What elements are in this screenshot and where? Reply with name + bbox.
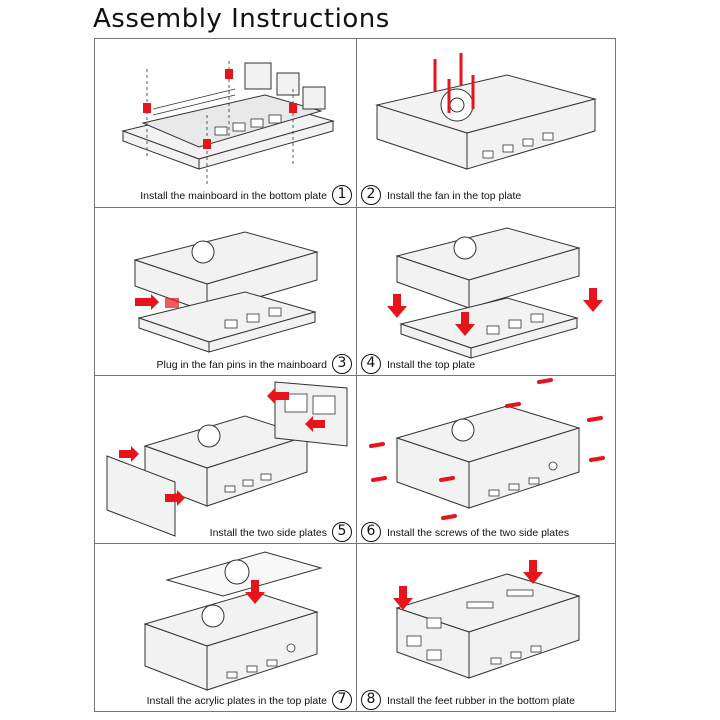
- page-title: Assembly Instructions: [93, 4, 390, 34]
- step-number-badge: 2: [361, 185, 381, 205]
- grid-divider-row-3: [95, 543, 615, 544]
- step-caption: Install the top plate: [387, 359, 476, 371]
- arrow-down-icon: [523, 560, 543, 584]
- step-8-panel: 8 Install the feet rubber in the bottom …: [357, 544, 617, 712]
- step-number-badge: 5: [332, 522, 352, 542]
- feet-rubber-illustration: [393, 560, 581, 679]
- arrow-down-icon: [455, 312, 475, 336]
- arrow-down-icon: [245, 580, 265, 604]
- top-plate-install-illustration: [387, 227, 603, 359]
- step-3-panel: Plug in the fan pins in the mainboard 3: [95, 208, 355, 376]
- fan-pins-illustration: [133, 231, 319, 353]
- mainboard-bottom-plate-illustration: [121, 61, 335, 185]
- step-2-panel: 2 Install the fan in the top plate: [357, 39, 617, 207]
- step-caption: Install the screws of the two side plate…: [387, 527, 570, 539]
- instruction-grid: Install the mainboard in the bottom plat…: [94, 38, 616, 712]
- arrow-down-icon: [583, 288, 603, 312]
- arrow-right-icon: [135, 294, 159, 310]
- step-number-badge: 1: [332, 185, 352, 205]
- step-4-panel: 4 Install the top plate: [357, 208, 617, 376]
- step-6-panel: 6 Install the screws of the two side pla…: [357, 376, 617, 544]
- arrow-left-icon: [267, 388, 289, 404]
- step-5-panel: Install the two side plates 5: [95, 376, 355, 544]
- arrow-right-icon: [165, 490, 185, 506]
- step-7-panel: Install the acrylic plates in the top pl…: [95, 544, 355, 712]
- step-number-badge: 3: [332, 354, 352, 374]
- step-number-badge: 8: [361, 690, 381, 710]
- step-caption: Plug in the fan pins in the mainboard: [156, 359, 327, 371]
- arrow-down-icon: [387, 294, 407, 318]
- arrow-left-icon: [305, 416, 325, 432]
- screw-icon: [203, 139, 211, 149]
- acrylic-plates-illustration: [143, 551, 323, 691]
- step-caption: Install the fan in the top plate: [387, 190, 522, 202]
- step-caption: Install the two side plates: [209, 527, 327, 539]
- step-caption: Install the mainboard in the bottom plat…: [140, 190, 327, 202]
- screw-icon: [143, 103, 151, 113]
- step-number-badge: 6: [361, 522, 381, 542]
- arrow-down-icon: [393, 586, 413, 610]
- step-caption: Install the acrylic plates in the top pl…: [146, 695, 327, 707]
- screw-icon: [225, 69, 233, 79]
- side-screws-illustration: [369, 378, 605, 520]
- side-plates-illustration: [106, 381, 348, 537]
- step-number-badge: 7: [332, 690, 352, 710]
- step-1-panel: Install the mainboard in the bottom plat…: [95, 39, 355, 207]
- grid-divider-row-2: [95, 375, 615, 376]
- fan-top-plate-illustration: [375, 53, 597, 170]
- step-caption: Install the feet rubber in the bottom pl…: [387, 695, 575, 707]
- step-number-badge: 4: [361, 354, 381, 374]
- grid-divider-row-1: [95, 207, 615, 208]
- screw-icon: [289, 103, 297, 113]
- arrow-right-icon: [119, 446, 139, 462]
